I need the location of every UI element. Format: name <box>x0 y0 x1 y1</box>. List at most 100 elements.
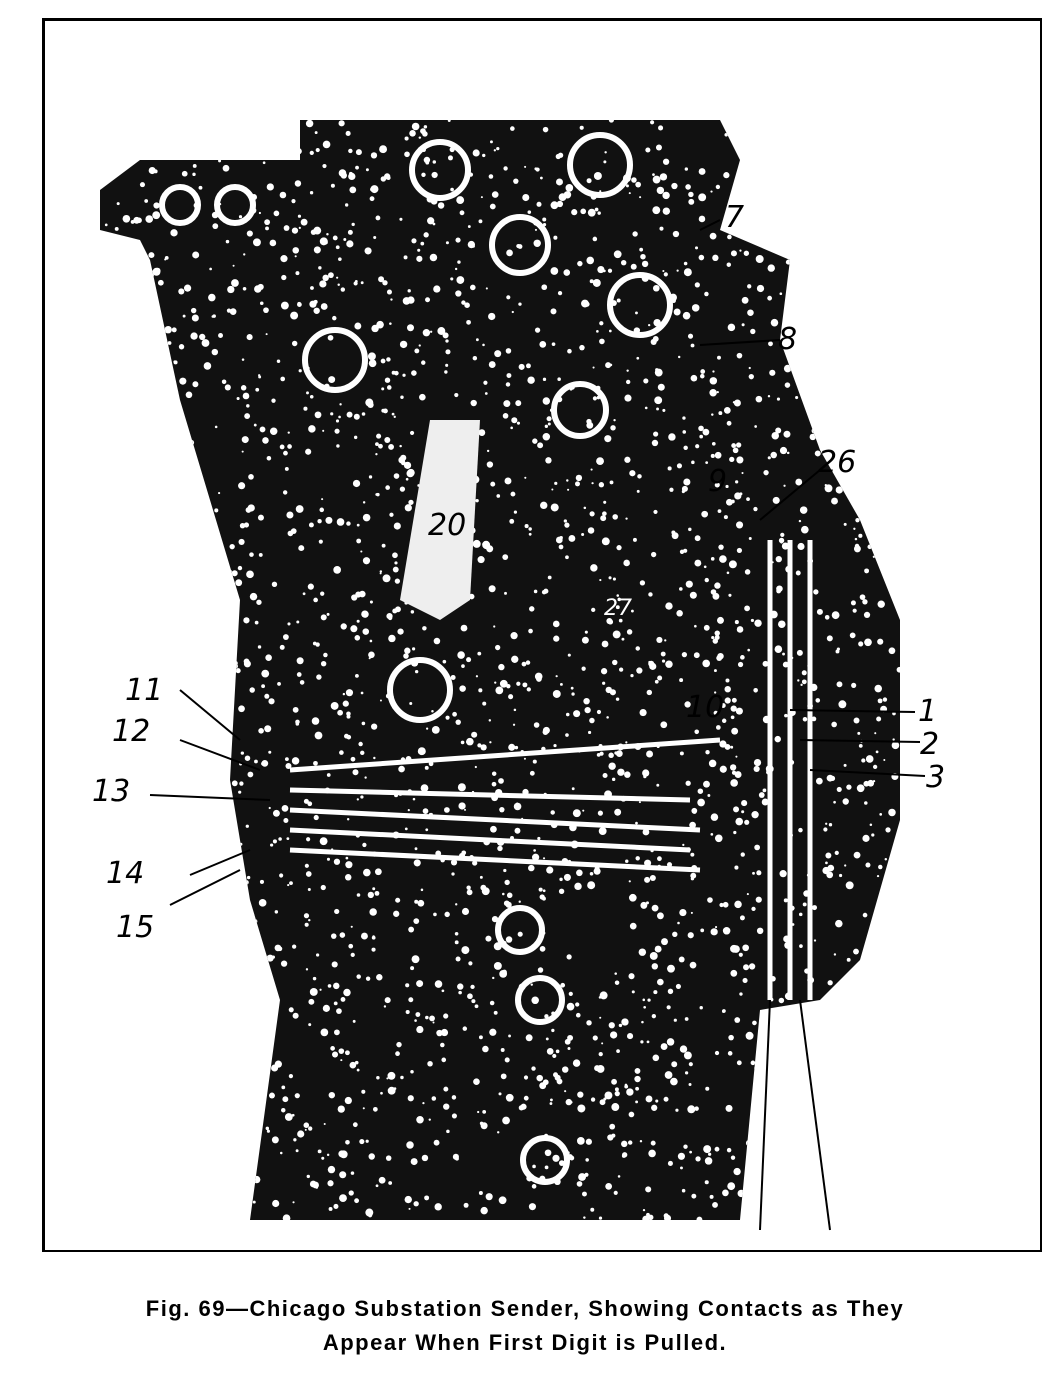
halftone-speck <box>635 1100 639 1104</box>
halftone-speck <box>345 861 353 869</box>
halftone-speck <box>612 659 618 666</box>
halftone-speck <box>616 298 621 303</box>
halftone-speck <box>701 510 709 518</box>
halftone-speck <box>849 632 856 639</box>
halftone-speck <box>884 519 891 526</box>
halftone-speck <box>824 483 827 487</box>
contact-springs <box>289 540 813 1000</box>
halftone-speck <box>675 983 681 989</box>
halftone-speck <box>599 751 604 756</box>
halftone-speck <box>621 637 625 641</box>
halftone-speck <box>327 984 332 988</box>
halftone-speck <box>446 1129 450 1134</box>
halftone-speck <box>322 1004 330 1012</box>
halftone-speck <box>388 634 396 643</box>
halftone-speck <box>710 832 714 836</box>
halftone-speck <box>589 871 594 876</box>
halftone-speck <box>115 151 119 156</box>
halftone-speck <box>763 470 769 476</box>
halftone-speck <box>795 478 803 486</box>
halftone-speck <box>641 1020 644 1024</box>
halftone-speck <box>875 1062 880 1067</box>
halftone-speck <box>100 939 106 945</box>
halftone-speck <box>690 852 695 857</box>
halftone-speck <box>698 425 704 432</box>
halftone-speck <box>250 959 254 964</box>
halftone-speck <box>639 580 646 586</box>
halftone-speck <box>317 519 322 524</box>
halftone-speck <box>152 211 161 220</box>
halftone-speck <box>418 136 422 139</box>
halftone-speck <box>111 345 115 350</box>
halftone-speck <box>139 182 146 188</box>
halftone-speck <box>106 651 109 654</box>
halftone-speck <box>624 1083 628 1087</box>
halftone-speck <box>592 278 601 287</box>
halftone-speck <box>122 811 131 819</box>
halftone-speck <box>610 1031 618 1039</box>
halftone-speck <box>178 1032 186 1040</box>
label-1: 1 <box>918 694 938 729</box>
halftone-speck <box>234 1199 238 1204</box>
halftone-speck <box>145 666 151 672</box>
halftone-speck <box>599 1099 606 1106</box>
halftone-speck <box>880 404 885 409</box>
halftone-speck <box>583 506 587 510</box>
halftone-speck <box>340 287 346 292</box>
halftone-speck <box>703 780 710 788</box>
halftone-speck <box>803 121 809 127</box>
halftone-speck <box>689 961 697 969</box>
halftone-speck <box>420 784 429 792</box>
halftone-speck <box>683 445 688 451</box>
halftone-speck <box>511 417 518 424</box>
halftone-speck <box>472 149 480 157</box>
halftone-speck <box>527 376 535 384</box>
halftone-speck <box>843 1062 851 1070</box>
halftone-speck <box>537 967 544 973</box>
halftone-speck <box>641 260 649 268</box>
halftone-speck <box>193 1044 199 1051</box>
halftone-speck <box>288 1073 294 1079</box>
halftone-speck <box>883 1192 887 1196</box>
halftone-speck <box>165 366 172 373</box>
halftone-speck <box>857 1115 866 1123</box>
halftone-speck <box>461 664 465 668</box>
halftone-speck <box>583 1216 586 1219</box>
halftone-speck <box>390 298 393 301</box>
halftone-speck <box>372 935 375 938</box>
halftone-speck <box>219 1191 225 1196</box>
halftone-speck <box>292 944 297 949</box>
halftone-speck <box>792 1036 795 1039</box>
halftone-speck <box>173 132 181 140</box>
halftone-speck <box>299 680 305 685</box>
halftone-speck <box>336 1008 342 1014</box>
halftone-speck <box>368 1213 373 1218</box>
halftone-speck <box>405 477 409 481</box>
halftone-speck <box>826 211 833 218</box>
halftone-speck <box>849 257 857 265</box>
halftone-speck <box>164 1028 173 1037</box>
halftone-speck <box>199 333 206 341</box>
halftone-speck <box>315 1186 319 1189</box>
halftone-speck <box>517 931 523 937</box>
halftone-speck <box>194 786 202 794</box>
halftone-speck <box>394 578 401 584</box>
halftone-speck <box>346 411 353 418</box>
figure-caption: Fig. 69—Chicago Substation Sender, Showi… <box>0 1292 1050 1360</box>
halftone-speck <box>607 619 614 625</box>
halftone-speck <box>258 899 267 907</box>
halftone-speck <box>222 765 229 772</box>
halftone-speck <box>861 1132 866 1137</box>
halftone-speck <box>813 939 817 942</box>
halftone-speck <box>664 1071 673 1079</box>
halftone-speck <box>628 1140 633 1145</box>
halftone-speck <box>102 685 107 689</box>
halftone-speck <box>144 828 152 835</box>
halftone-speck <box>722 1189 729 1197</box>
halftone-speck <box>296 672 302 677</box>
halftone-speck <box>497 845 503 852</box>
halftone-speck <box>228 1200 235 1206</box>
halftone-speck <box>127 241 133 247</box>
halftone-speck <box>392 566 399 573</box>
halftone-speck <box>248 474 254 480</box>
